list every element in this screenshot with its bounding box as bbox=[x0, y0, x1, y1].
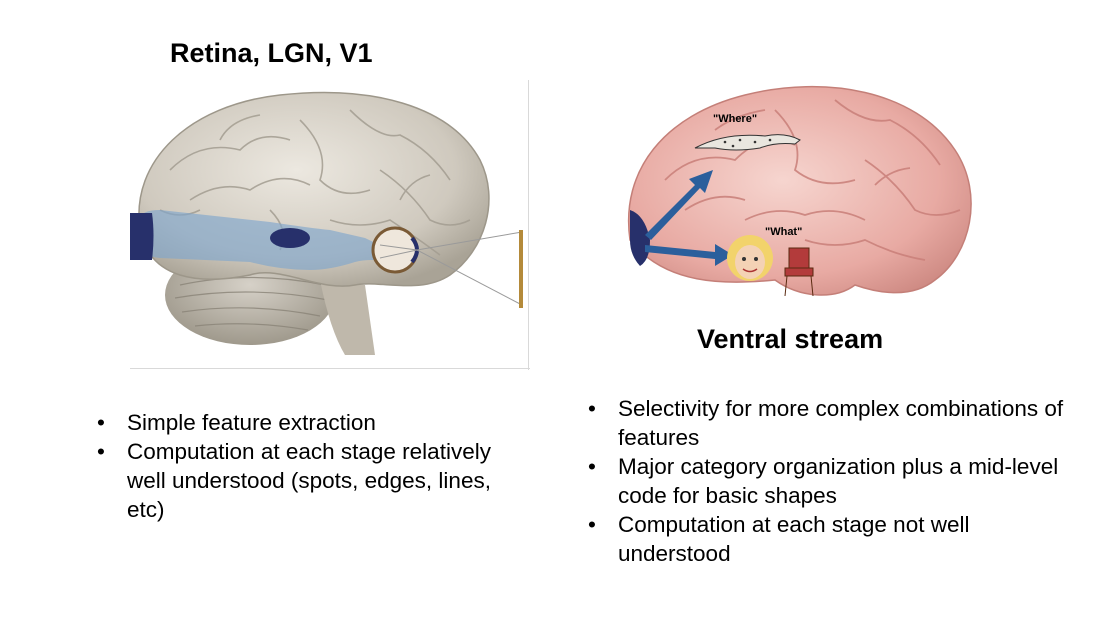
visual-pathway-band bbox=[140, 210, 392, 270]
left-bullet-list: Simple feature extraction Computation at… bbox=[91, 408, 511, 524]
right-bullet-list: Selectivity for more complex combination… bbox=[582, 394, 1082, 568]
right-panel-title: Ventral stream bbox=[697, 324, 884, 354]
label-what: "What" bbox=[765, 226, 802, 238]
face-figure bbox=[727, 235, 773, 281]
cheetah-figure bbox=[694, 134, 801, 151]
bullet-item: Major category organization plus a mid-l… bbox=[582, 452, 1082, 510]
light-rays bbox=[379, 231, 523, 306]
stream-arrows bbox=[645, 170, 733, 266]
bullet-item: Simple feature extraction bbox=[91, 408, 511, 437]
bullet-item: Selectivity for more complex combination… bbox=[582, 394, 1082, 452]
bullet-item: Computation at each stage not well under… bbox=[582, 510, 1082, 568]
gray-brain-svg bbox=[130, 91, 523, 355]
eye-shape bbox=[371, 226, 419, 274]
frame-bottom-edge bbox=[130, 368, 530, 369]
bullet-item: Computation at each stage relatively wel… bbox=[91, 437, 511, 524]
ventral-stream-illustration: "Where" "What" bbox=[625, 70, 985, 320]
brainstem-shape bbox=[320, 280, 375, 355]
pink-cerebrum-shape bbox=[627, 85, 972, 296]
pink-brain-svg: "Where" "What" bbox=[627, 85, 972, 297]
frame-right-edge bbox=[528, 80, 529, 370]
dorsal-arrow bbox=[645, 170, 713, 240]
stimulus-bar bbox=[519, 230, 523, 308]
label-where: "Where" bbox=[713, 113, 757, 125]
v1-region bbox=[130, 213, 154, 260]
lgn-region bbox=[270, 228, 310, 248]
chair-figure bbox=[784, 247, 814, 297]
visual-pathway-illustration bbox=[130, 80, 530, 370]
ventral-arrow bbox=[645, 244, 733, 266]
left-panel-title: Retina, LGN, V1 bbox=[170, 38, 373, 68]
